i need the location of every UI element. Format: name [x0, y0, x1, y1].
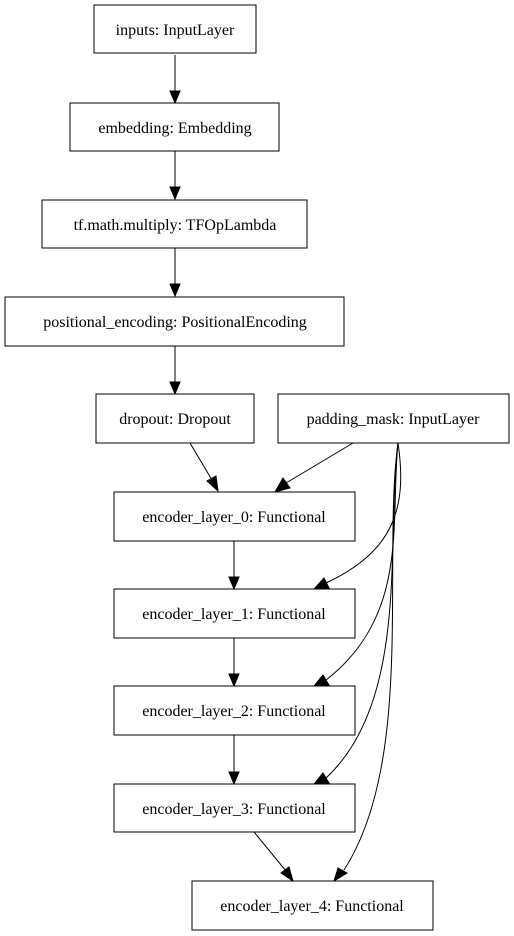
node-encoder-layer-1: encoder_layer_1: Functional	[113, 588, 356, 639]
edge-dropout-to-encoder-layer-0	[189, 442, 219, 493]
edge-positional-encoding-to-dropout	[169, 346, 181, 396]
node-positional-encoding-label: positional_encoding: PositionalEncoding	[43, 314, 307, 331]
node-padding-mask: padding_mask: InputLayer	[277, 393, 510, 444]
edge-encoder-layer-3-to-encoder-layer-4	[253, 831, 294, 883]
node-inputs: inputs: InputLayer	[93, 4, 257, 54]
edge-encoder-layer-0-to-encoder-layer-1	[228, 541, 240, 591]
edge-encoder-layer-1-to-encoder-layer-2	[228, 638, 240, 688]
node-tf-math-multiply: tf.math.multiply: TFOpLambda	[41, 199, 308, 249]
edge-embedding-to-multiply	[169, 151, 181, 201]
node-encoder-layer-4-label: encoder_layer_4: Functional	[220, 898, 404, 915]
node-inputs-label: inputs: InputLayer	[116, 22, 235, 39]
node-padding-mask-label: padding_mask: InputLayer	[307, 411, 481, 428]
node-encoder-layer-0: encoder_layer_0: Functional	[113, 491, 356, 542]
node-encoder-layer-1-label: encoder_layer_1: Functional	[142, 606, 326, 623]
node-encoder-layer-0-label: encoder_layer_0: Functional	[142, 509, 326, 526]
edge-padding-mask-to-encoder-layer-0	[273, 442, 354, 493]
edge-encoder-layer-2-to-encoder-layer-3	[228, 735, 240, 786]
edge-multiply-to-positional-encoding	[169, 248, 181, 298]
node-encoder-layer-4: encoder_layer_4: Functional	[191, 880, 434, 931]
node-tf-math-multiply-label: tf.math.multiply: TFOpLambda	[74, 217, 277, 234]
node-embedding: embedding: Embedding	[69, 102, 280, 152]
node-positional-encoding: positional_encoding: PositionalEncoding	[4, 296, 345, 347]
node-encoder-layer-3: encoder_layer_3: Functional	[113, 783, 356, 833]
node-dropout: dropout: Dropout	[95, 393, 255, 444]
node-encoder-layer-2-label: encoder_layer_2: Functional	[142, 703, 326, 720]
node-encoder-layer-2: encoder_layer_2: Functional	[113, 685, 356, 736]
node-encoder-layer-3-label: encoder_layer_3: Functional	[142, 801, 326, 818]
node-dropout-label: dropout: Dropout	[119, 411, 231, 428]
edge-padding-mask-to-encoder-layer-4	[333, 442, 399, 883]
edge-inputs-to-embedding	[169, 55, 181, 105]
edge-padding-mask-to-encoder-layer-1	[312, 442, 402, 590]
node-embedding-label: embedding: Embedding	[98, 120, 251, 137]
